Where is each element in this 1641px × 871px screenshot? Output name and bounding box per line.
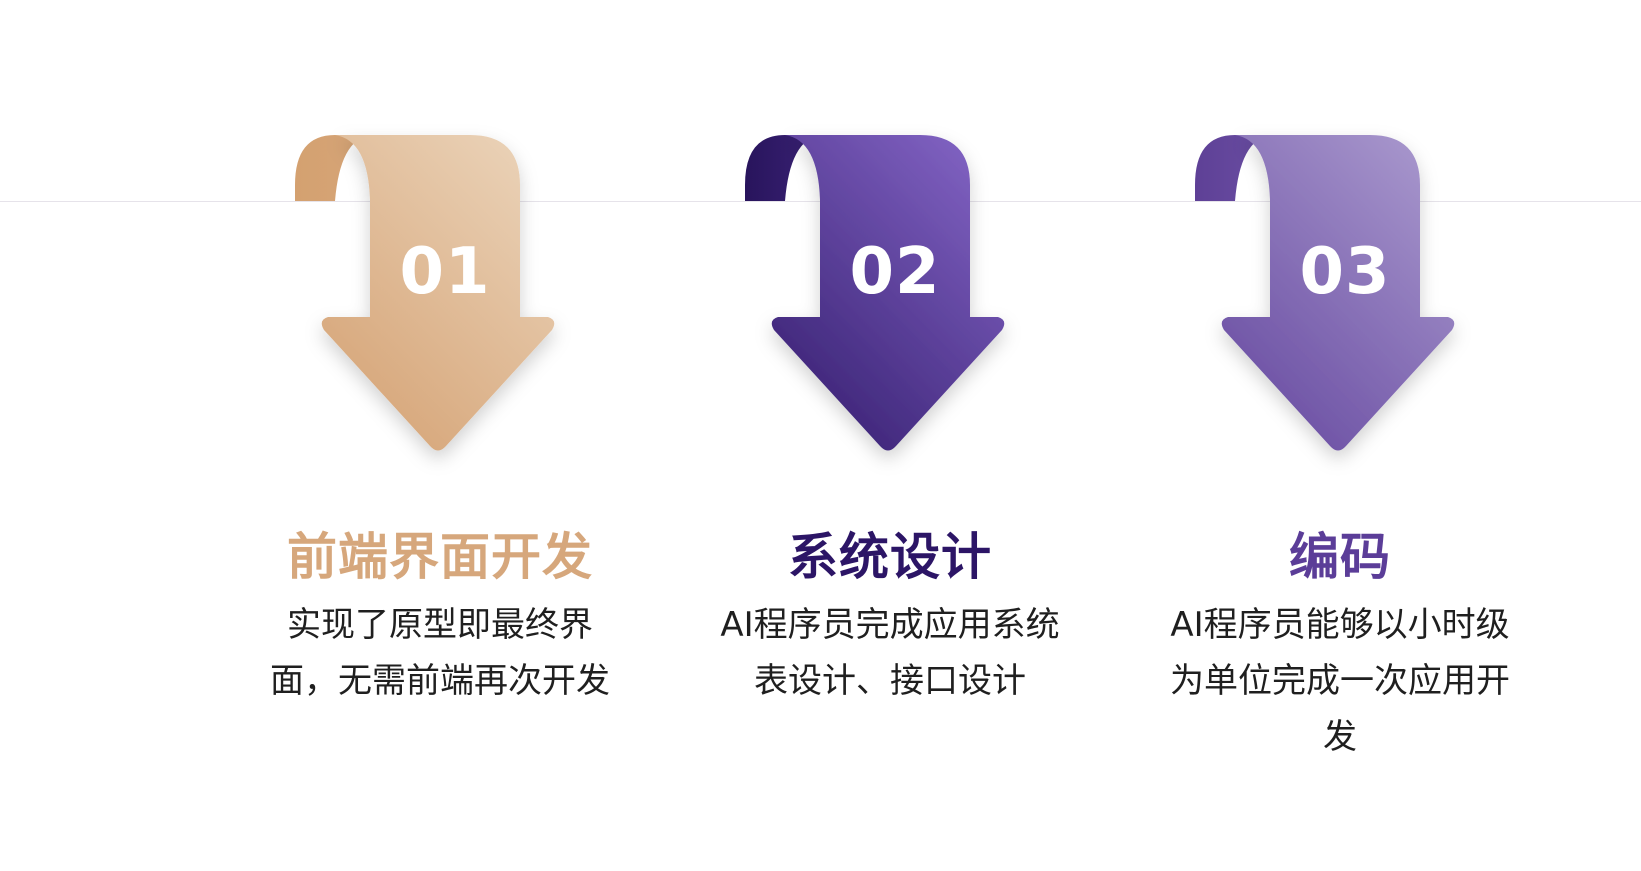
step-1-number: 01 (399, 235, 491, 309)
step-1: 01 前端界面开发 实现了原型即最终界面，无需前端再次开发 (220, 0, 660, 871)
step-3-arrow-icon (1195, 135, 1455, 451)
step-1-title: 前端界面开发 (287, 528, 593, 586)
step-3: 03 编码 AI程序员能够以小时级为单位完成一次应用开发 (1120, 0, 1560, 871)
step-2: 02 系统设计 AI程序员完成应用系统表设计、接口设计 (670, 0, 1110, 871)
arrow-body (1221, 135, 1455, 451)
arrow-fold (745, 135, 820, 201)
step-2-arrow-icon (745, 135, 1005, 451)
arrow-body (771, 135, 1005, 451)
arrow-fold (1195, 135, 1270, 201)
step-2-number: 02 (849, 235, 941, 309)
step-1-arrow-icon (295, 135, 555, 451)
step-3-description: AI程序员能够以小时级为单位完成一次应用开发 (1170, 605, 1510, 757)
step-2-title: 系统设计 (788, 528, 992, 586)
step-3-number: 03 (1299, 235, 1391, 309)
step-2-description: AI程序员完成应用系统表设计、接口设计 (720, 605, 1060, 701)
step-1-description: 实现了原型即最终界面，无需前端再次开发 (270, 605, 610, 701)
arrow-fold (295, 135, 370, 201)
step-3-title: 编码 (1289, 528, 1391, 586)
arrow-body (321, 135, 555, 451)
